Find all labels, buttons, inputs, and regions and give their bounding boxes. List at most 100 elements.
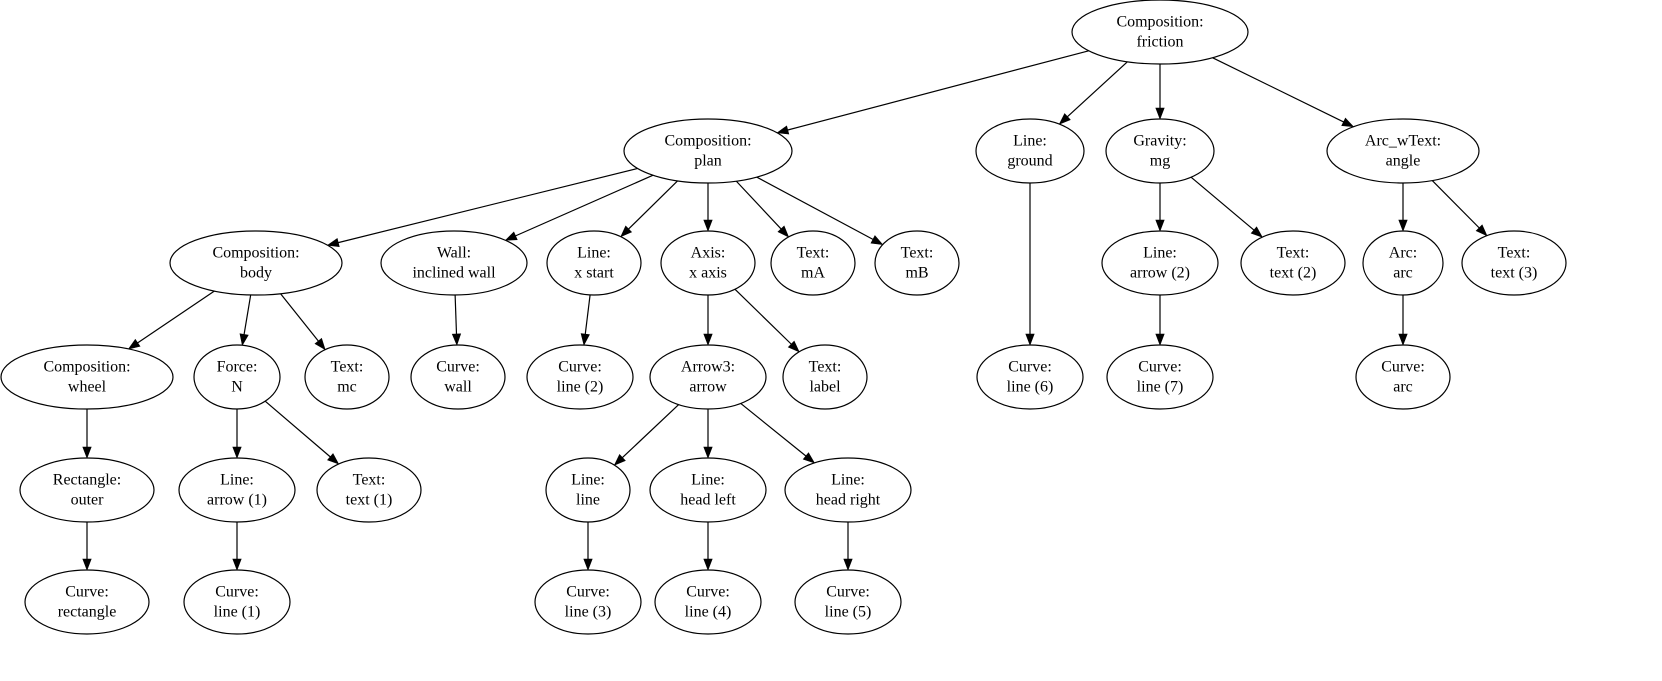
node-ellipse bbox=[545, 457, 631, 523]
node-ellipse bbox=[304, 344, 390, 410]
graph-node-mg[interactable]: Gravity:mg bbox=[1105, 118, 1215, 184]
node-name-label: plan bbox=[694, 153, 722, 170]
graph-node-arc[interactable]: Arc: arc bbox=[1362, 230, 1444, 296]
graph-node-lineNode[interactable]: Line: line bbox=[545, 457, 631, 523]
node-ellipse bbox=[649, 457, 767, 523]
node-type-label: Composition: bbox=[212, 245, 299, 262]
graph-node-friction[interactable]: Composition:friction bbox=[1071, 0, 1249, 65]
node-ellipse bbox=[546, 230, 642, 296]
node-type-label: Wall: bbox=[437, 245, 471, 262]
node-ellipse bbox=[316, 457, 422, 523]
graph-node-plan[interactable]: Composition: plan bbox=[623, 118, 793, 184]
node-type-label: Text: bbox=[331, 359, 364, 376]
edge-arrowhead-icon bbox=[1155, 333, 1165, 346]
node-type-label: Axis: bbox=[691, 245, 726, 262]
graph-node-line7[interactable]: Curve:line (7) bbox=[1106, 344, 1214, 410]
graph-node-line6[interactable]: Curve:line (6) bbox=[976, 344, 1084, 410]
graph-node-label[interactable]: Text:label bbox=[782, 344, 868, 410]
graph-node-text2[interactable]: Text:text (2) bbox=[1240, 230, 1346, 296]
node-type-label: Text: bbox=[809, 359, 842, 376]
node-name-label: mA bbox=[801, 265, 825, 282]
graph-node-angle[interactable]: Arc_wText:angle bbox=[1326, 118, 1480, 184]
graph-node-ground[interactable]: Line:ground bbox=[975, 118, 1085, 184]
edge-arrowhead-icon bbox=[1250, 226, 1263, 238]
graph-node-rectangle[interactable]: Curve:rectangle bbox=[24, 569, 150, 635]
graph-node-arcCurve[interactable]: Curve:arc bbox=[1355, 344, 1451, 410]
graph-node-mA[interactable]: Text:mA bbox=[770, 230, 856, 296]
graph-node-text3[interactable]: Text: text (3) bbox=[1461, 230, 1567, 296]
node-name-label: text (3) bbox=[1491, 265, 1538, 282]
graph-node-arrow[interactable]: Arrow3:arrow bbox=[649, 344, 767, 410]
graph-node-line3[interactable]: Curve:line (3) bbox=[534, 569, 642, 635]
edge-line bbox=[1212, 57, 1344, 123]
graph-node-inclinedwall[interactable]: Wall:inclined wall bbox=[380, 230, 528, 296]
node-type-label: Line: bbox=[571, 472, 605, 489]
edge-arrowhead-icon bbox=[843, 558, 853, 571]
edge-arrowhead-icon bbox=[82, 558, 92, 571]
node-type-label: Text: bbox=[1498, 245, 1531, 262]
edge-line bbox=[628, 180, 679, 230]
edge-line bbox=[734, 288, 792, 345]
edge-line bbox=[264, 400, 331, 458]
graph-node-headright[interactable]: Line:head right bbox=[784, 457, 912, 523]
graph-node-body[interactable]: Composition:body bbox=[169, 230, 343, 296]
edge-arrowhead-icon bbox=[239, 333, 249, 347]
graph-node-line2[interactable]: Curve:line (2) bbox=[526, 344, 634, 410]
node-type-label: Force: bbox=[217, 359, 258, 376]
node-name-label: x axis bbox=[689, 265, 727, 282]
edge-line bbox=[454, 294, 458, 335]
graph-node-N[interactable]: Force: N bbox=[193, 344, 281, 410]
edge-arrowhead-icon bbox=[777, 225, 790, 238]
edge-arrowhead-icon bbox=[82, 446, 92, 459]
graph-node-arrow2[interactable]: Line:arrow (2) bbox=[1101, 230, 1219, 296]
node-name-label: arc bbox=[1393, 265, 1413, 282]
edge-line bbox=[243, 294, 252, 335]
node-type-label: Curve: bbox=[1138, 359, 1182, 376]
node-type-label: Curve: bbox=[436, 359, 480, 376]
edge-line bbox=[740, 402, 807, 457]
node-name-label: head left bbox=[680, 492, 736, 509]
graph-node-mB[interactable]: Text:mB bbox=[874, 230, 960, 296]
edge-arrowhead-icon bbox=[703, 219, 713, 232]
graph-node-xstart[interactable]: Line:x start bbox=[546, 230, 642, 296]
graph-node-line5[interactable]: Curve:line (5) bbox=[794, 569, 902, 635]
graph-node-wall[interactable]: Curve:wall bbox=[410, 344, 506, 410]
node-type-label: Composition: bbox=[664, 133, 751, 150]
graph-node-mc[interactable]: Text:mc bbox=[304, 344, 390, 410]
node-type-label: Line: bbox=[1013, 133, 1047, 150]
node-ellipse bbox=[1355, 344, 1451, 410]
node-type-label: Text: bbox=[353, 472, 386, 489]
graph-node-xaxis[interactable]: Axis: x axis bbox=[660, 230, 756, 296]
node-ellipse bbox=[784, 457, 912, 523]
graph-node-headleft[interactable]: Line:head left bbox=[649, 457, 767, 523]
node-name-label: N bbox=[231, 379, 243, 396]
node-type-label: Arc: bbox=[1389, 245, 1417, 262]
edge-arrowhead-icon bbox=[613, 453, 626, 466]
graph-node-line1[interactable]: Curve:line (1) bbox=[183, 569, 291, 635]
node-type-label: Curve: bbox=[826, 584, 870, 601]
node-ellipse bbox=[1326, 118, 1480, 184]
node-ellipse bbox=[1071, 0, 1249, 65]
node-name-label: x start bbox=[574, 265, 614, 282]
edge-arrowhead-icon bbox=[1398, 219, 1408, 232]
graph-node-arrow1[interactable]: Line:arrow (1) bbox=[178, 457, 296, 523]
node-type-label: Line: bbox=[220, 472, 254, 489]
node-name-label: line (1) bbox=[214, 604, 261, 621]
node-ellipse bbox=[193, 344, 281, 410]
edge-arrowhead-icon bbox=[1025, 333, 1035, 346]
graph-node-line4[interactable]: Curve:line (4) bbox=[654, 569, 762, 635]
graph-node-text1[interactable]: Text:text (1) bbox=[316, 457, 422, 523]
edge-arrowhead-icon bbox=[1398, 333, 1408, 346]
node-type-label: Composition: bbox=[43, 359, 130, 376]
graph-node-wheel[interactable]: Composition:wheel bbox=[0, 344, 174, 410]
node-name-label: line (2) bbox=[557, 379, 604, 396]
node-ellipse bbox=[1101, 230, 1219, 296]
edge-arrowhead-icon bbox=[232, 558, 242, 571]
node-ellipse bbox=[19, 457, 155, 523]
node-name-label: line bbox=[576, 492, 600, 509]
edge-arrowhead-icon bbox=[1155, 107, 1165, 120]
edge-line bbox=[280, 293, 319, 342]
node-name-label: line (6) bbox=[1007, 379, 1054, 396]
graph-node-outer[interactable]: Rectangle:outer bbox=[19, 457, 155, 523]
